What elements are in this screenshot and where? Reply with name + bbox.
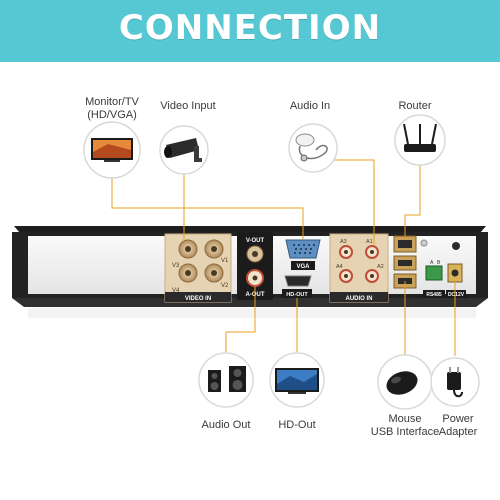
power-terminal-block: A B RS485 DC12V <box>420 239 466 298</box>
label-v1: V1 <box>221 258 229 264</box>
label-power: Power Adapter <box>432 413 484 439</box>
label-a2: A2 <box>377 264 384 270</box>
v-out-label: V-OUT <box>246 238 265 244</box>
label-monitor: Monitor/TV (HD/VGA) <box>80 96 144 122</box>
monitor-device <box>83 121 141 179</box>
tv-icon <box>275 368 319 394</box>
label-monitor-line2: (HD/VGA) <box>87 109 137 121</box>
audio-in-panel-label: AUDIO IN <box>346 296 373 302</box>
speaker-device <box>198 352 254 408</box>
label-mouse-line1: Mouse <box>388 413 422 425</box>
page-title: CONNECTION <box>118 8 382 48</box>
term-a-label: A <box>430 260 434 266</box>
label-audio-out: Audio Out <box>201 419 251 431</box>
microphone-icon <box>295 133 328 162</box>
power-adapter-device <box>430 357 480 407</box>
label-router: Router <box>398 100 432 112</box>
label-power-line2: Adapter <box>438 426 478 438</box>
label-a1: A1 <box>366 239 373 245</box>
label-v3: V3 <box>172 263 180 269</box>
vga-label: VGA <box>296 264 310 270</box>
monitor-icon <box>91 138 133 162</box>
line-mic-audioin <box>325 159 375 246</box>
line-router-lan <box>404 162 421 236</box>
connection-diagram: V3 V4 V1 V2 VIDEO IN V-OUT A-OUT VGA HD-… <box>12 114 488 410</box>
label-a4: A4 <box>336 264 343 270</box>
camera-icon <box>164 138 202 162</box>
label-mouse-line2: USB Interface <box>370 426 440 438</box>
speaker-icon <box>208 366 246 392</box>
tv-device <box>269 352 325 408</box>
hd-out-label: HD-OUT <box>286 292 308 298</box>
label-v4: V4 <box>172 288 180 294</box>
ground-screw <box>420 239 428 247</box>
audio-in-block: A3 A1 A4 A2 AUDIO IN <box>329 233 389 303</box>
camera-device <box>159 125 209 175</box>
term-b-label: B <box>437 260 441 266</box>
label-v2: V2 <box>221 283 229 289</box>
label-mouse: Mouse USB Interface <box>368 413 442 439</box>
label-a3: A3 <box>340 239 347 245</box>
rs485-label: RS485 <box>426 292 442 298</box>
label-video-input: Video Input <box>160 100 216 112</box>
router-device <box>394 114 446 166</box>
power-adapter-icon <box>447 367 463 398</box>
power-switch <box>452 242 460 250</box>
label-power-line1: Power <box>442 413 474 425</box>
title-banner: CONNECTION <box>0 0 500 62</box>
lan-usb-block <box>393 235 417 289</box>
video-in-block: V3 V4 V1 V2 VIDEO IN <box>164 233 232 303</box>
dc12v-label: DC12V <box>448 292 465 298</box>
video-in-label: VIDEO IN <box>185 296 211 302</box>
label-audio-in: Audio In <box>289 100 331 112</box>
microphone-device <box>288 123 338 173</box>
line-audioout <box>225 286 256 352</box>
mouse-icon <box>386 371 418 395</box>
label-hd-out: HD-Out <box>278 419 316 431</box>
vga-hd-block: VGA HD-OUT <box>282 239 321 298</box>
router-icon <box>403 123 437 152</box>
label-monitor-line1: Monitor/TV <box>85 96 139 108</box>
mouse-device <box>377 354 433 410</box>
